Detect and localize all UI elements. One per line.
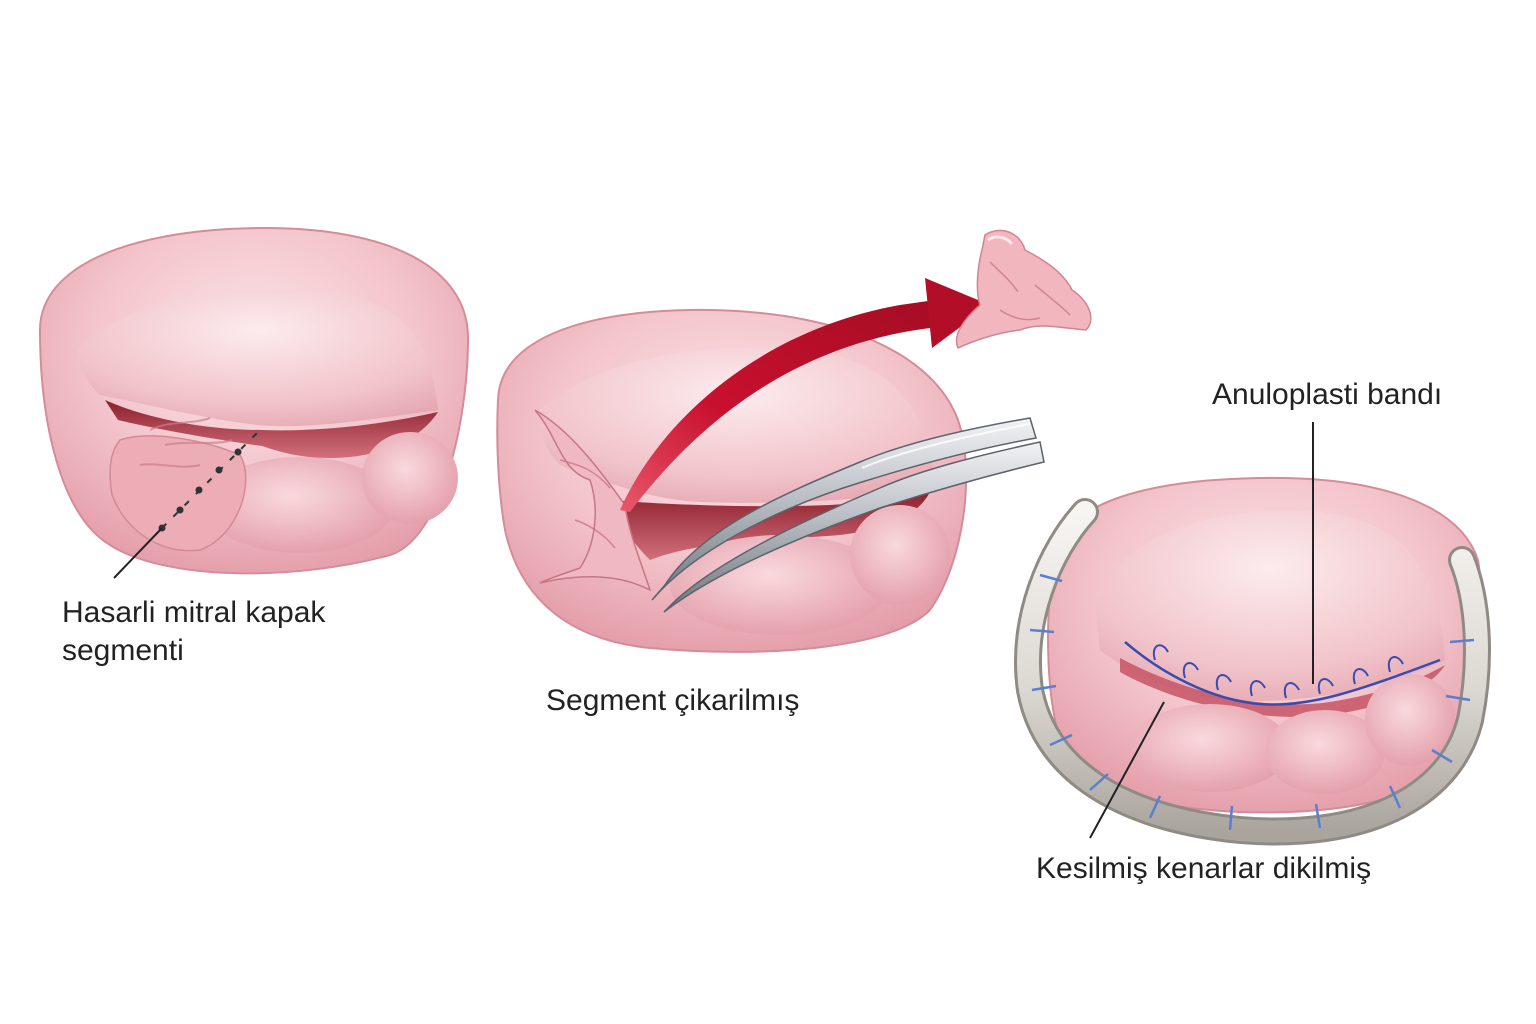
annuloplasty-ring-fabric [1017, 501, 1488, 843]
label-segment-removed: Segment çikarilmış [546, 684, 800, 717]
suture-loops [1152, 644, 1404, 699]
valve-resected-cut-lines [559, 459, 616, 549]
valve-repaired-posterior-lobe [1130, 704, 1290, 792]
valve-damaged-posterior-lobe [205, 457, 395, 553]
valve-repaired-coaptation [1120, 658, 1445, 717]
removed-tissue-body [955, 229, 1092, 350]
valve-damaged-posterior-lobe [362, 432, 458, 524]
incision-marks [158, 448, 242, 532]
label-damaged-segment: Hasarli mitral kapak segmenti [62, 594, 325, 670]
valve-repaired-anterior-leaflet [1095, 510, 1445, 701]
leader-line-damaged [113, 527, 163, 579]
valve-repaired [1014, 422, 1491, 846]
forceps-upper-jaw [651, 417, 1037, 601]
label-damaged-segment-line2: segmenti [62, 634, 184, 667]
valve-resected-torn-edge [534, 409, 652, 592]
removed-tissue-highlight [987, 235, 1014, 246]
arrow-head [925, 278, 990, 348]
valve-damaged-incision-line [161, 431, 259, 529]
valve-resected-anterior-leaflet [539, 347, 935, 503]
curved-arrow [620, 278, 990, 512]
valve-resected-posterior-lobe [670, 535, 890, 635]
label-annuloplasty-band: Anuloplasti bandı [1212, 378, 1443, 411]
forceps [651, 417, 1045, 613]
removed-tissue-segment [955, 229, 1092, 350]
arrow-shaft [620, 300, 935, 512]
valve-resected-posterior-lobe [850, 505, 950, 605]
valve-damaged-fold-lines [139, 417, 233, 468]
leader-line-sutured [1089, 701, 1165, 839]
label-edges-sutured: Kesilmiş kenarlar dikilmiş [1036, 852, 1372, 885]
ring-anchor-sutures [1029, 573, 1475, 831]
forceps-highlight [861, 423, 1031, 469]
suture-line [1124, 641, 1441, 706]
forceps-lower-jaw [663, 441, 1045, 613]
valve-damaged [38, 226, 470, 579]
valve-repaired-posterior-lobe [1365, 674, 1455, 766]
valve-damaged-anterior-leaflet [78, 289, 438, 427]
label-damaged-segment-line1: Hasarli mitral kapak [62, 596, 326, 629]
removed-tissue-folds [989, 261, 1071, 321]
valve-repaired-posterior-lobe [1265, 710, 1385, 794]
valve-damaged-orifice [105, 400, 438, 458]
